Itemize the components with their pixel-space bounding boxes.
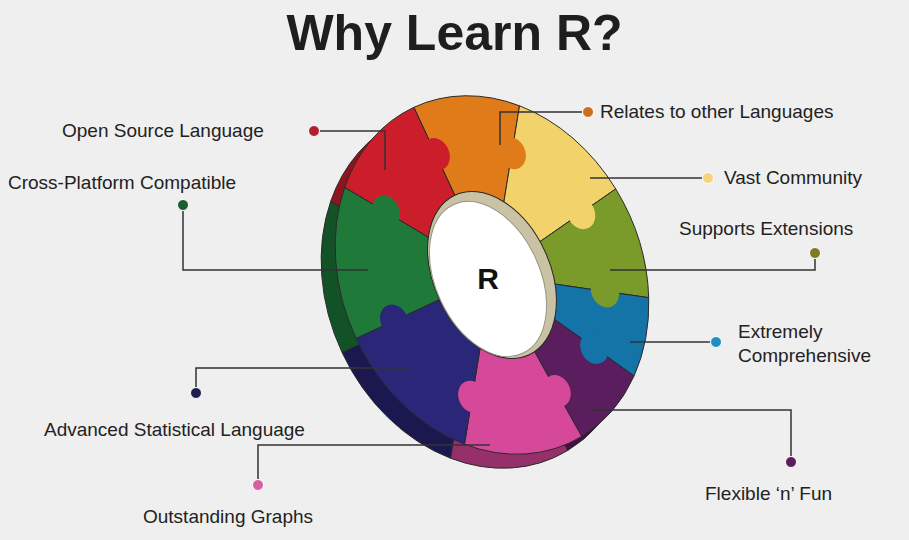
title: Why Learn R? [0,4,909,62]
leader-line [314,131,385,170]
callout-label: Cross-Platform Compatible [8,171,236,195]
leader-dot [253,480,264,491]
puzzle-knob [493,132,532,174]
callout-label: Flexible ‘n’ Fun [705,482,832,506]
leader-dot [191,388,202,399]
puzzle-knob [586,271,625,313]
leader-line [590,177,708,179]
leader-dot [178,200,189,211]
callout-label: Open Source Language [62,119,264,143]
ring-side [264,58,692,520]
leader-dot [309,126,320,137]
hole-ellipse [423,184,553,374]
hole-wall [402,171,582,380]
leader-dot [583,107,594,118]
puzzle-knob [537,370,576,412]
puzzle-knob [562,192,601,234]
puzzle-knob [375,300,414,342]
callout-label: Supports Extensions [679,217,853,241]
leader-dot [711,337,722,348]
callout-label: Advanced Statistical Language [44,418,305,442]
leader-dot [810,248,821,259]
center-hole: R [423,184,553,374]
callout-label: Extremely Comprehensive [738,320,898,368]
leader-line [500,112,588,145]
leader-dot [786,457,797,468]
puzzle-knob [416,133,455,175]
puzzle-knob [575,327,614,369]
leader-dot [703,173,714,184]
leader-line [196,368,410,393]
leader-line [258,445,490,485]
center-letter: R [477,262,499,296]
leader-line [183,205,368,270]
callout-label: Vast Community [724,166,862,190]
puzzle-knob [367,191,406,233]
leader-line [590,410,791,462]
leader-line [630,341,716,343]
leader-line [610,253,815,270]
callout-label: Relates to other Languages [600,100,833,124]
callout-label: Outstanding Graphs [143,505,313,529]
puzzle-knob [453,376,492,418]
